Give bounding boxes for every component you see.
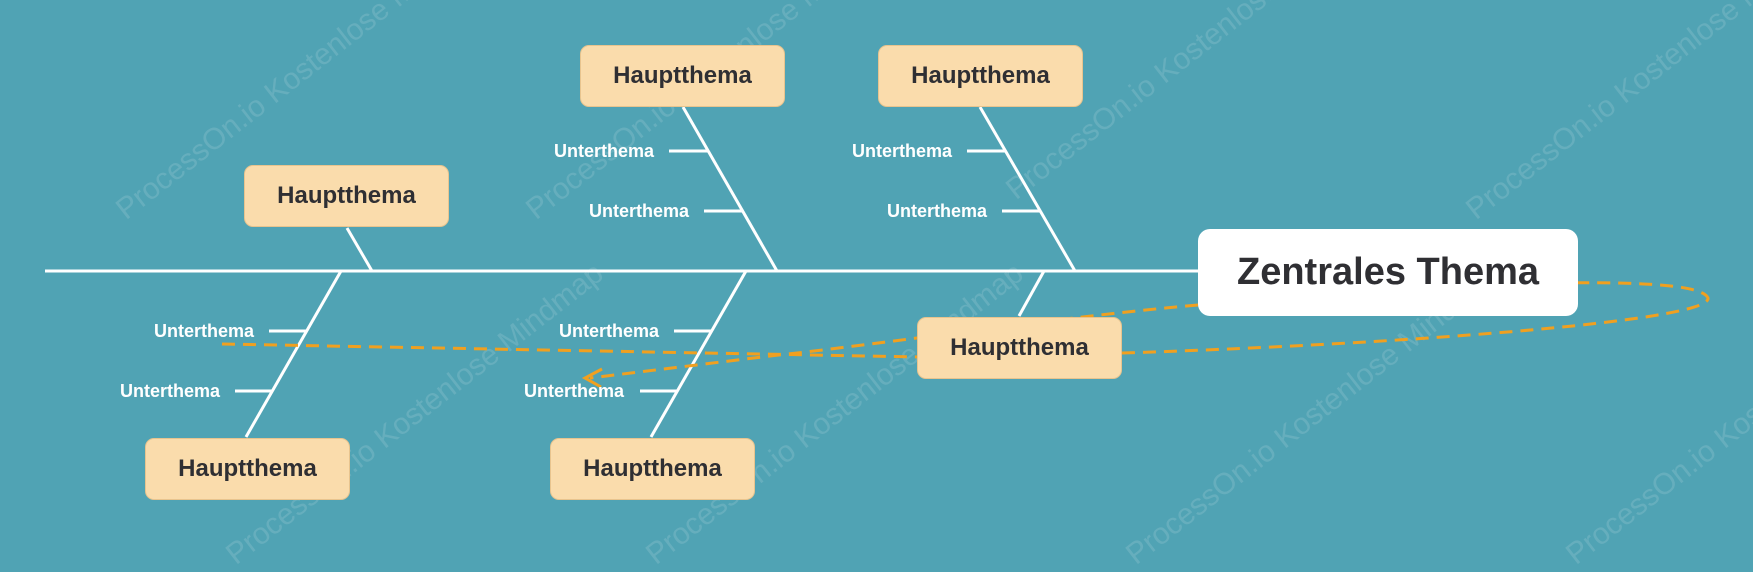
arrowhead-icon — [581, 367, 603, 389]
main-topic[interactable]: Hauptthema — [917, 317, 1122, 379]
main-topic-label: Hauptthema — [613, 62, 752, 89]
subtopic-label[interactable]: Unterthema — [523, 381, 624, 401]
subtopic-label[interactable]: Unterthema — [119, 381, 220, 401]
main-topic[interactable]: Hauptthema — [550, 438, 755, 500]
main-topic[interactable]: Hauptthema — [580, 45, 785, 107]
subtopic-label[interactable]: Unterthema — [553, 141, 654, 161]
rib-line — [345, 227, 374, 272]
rib-line — [649, 270, 748, 438]
connector-lines — [45, 106, 1710, 438]
subtopic-label[interactable]: Unterthema — [588, 201, 689, 221]
subtopic-label[interactable]: Unterthema — [153, 321, 254, 341]
main-topic[interactable]: Hauptthema — [244, 165, 449, 227]
main-topic-label: Hauptthema — [911, 62, 1050, 89]
main-topic-label: Hauptthema — [277, 182, 416, 209]
main-topic-label: Hauptthema — [178, 455, 317, 482]
main-topic[interactable]: Hauptthema — [145, 438, 350, 500]
subtopic-label[interactable]: Unterthema — [886, 201, 987, 221]
main-topic-label: Hauptthema — [950, 334, 1089, 361]
subtopic-label[interactable]: Unterthema — [851, 141, 952, 161]
rib-line — [978, 106, 1077, 272]
rib-line — [681, 106, 779, 272]
rib-line — [244, 270, 343, 438]
central-topic[interactable]: Zentrales Thema — [1198, 229, 1578, 316]
main-topic-label: Hauptthema — [583, 455, 722, 482]
main-topic[interactable]: Hauptthema — [878, 45, 1083, 107]
rib-line — [1017, 270, 1046, 317]
central-topic-label: Zentrales Thema — [1237, 251, 1539, 293]
fishbone-diagram: ProcessOn.io Kostenlose Mindmap ProcessO… — [45, 0, 1753, 571]
subtopic-label[interactable]: Unterthema — [558, 321, 659, 341]
